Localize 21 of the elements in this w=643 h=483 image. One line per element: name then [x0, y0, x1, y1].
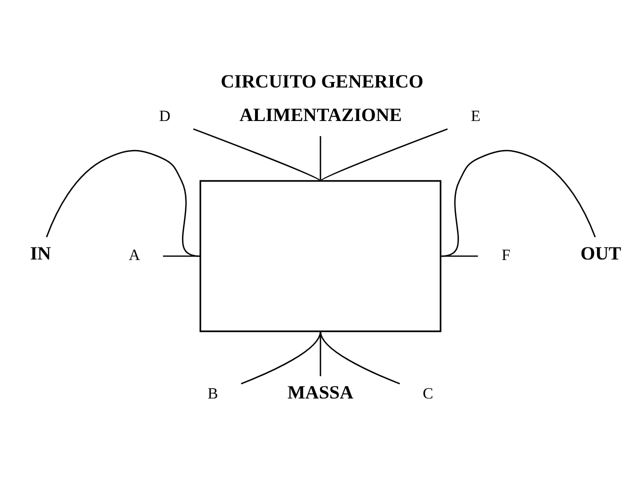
- node-text: B: [208, 386, 218, 403]
- connector: [320, 136, 322, 181]
- connector: [440, 255, 478, 257]
- connector: [320, 331, 400, 384]
- node-text: C: [422, 386, 434, 403]
- connector: [163, 255, 200, 257]
- node-text: OUT: [580, 244, 622, 265]
- node-text: A: [128, 246, 140, 264]
- node-text: E: [470, 108, 480, 125]
- node-text: MASSA: [288, 382, 354, 404]
- connector: [442, 150, 596, 257]
- node-text: F: [502, 246, 510, 264]
- connector: [46, 150, 200, 257]
- node-text: ALIMENTAZIONE: [240, 104, 402, 126]
- connector: [320, 128, 448, 182]
- connector: [240, 331, 322, 384]
- node-text: D: [159, 108, 170, 125]
- node-text: IN: [30, 244, 51, 265]
- node-box: [200, 180, 442, 332]
- connector: [193, 128, 321, 182]
- diagram-title: CIRCUITO GENERICO: [220, 71, 424, 92]
